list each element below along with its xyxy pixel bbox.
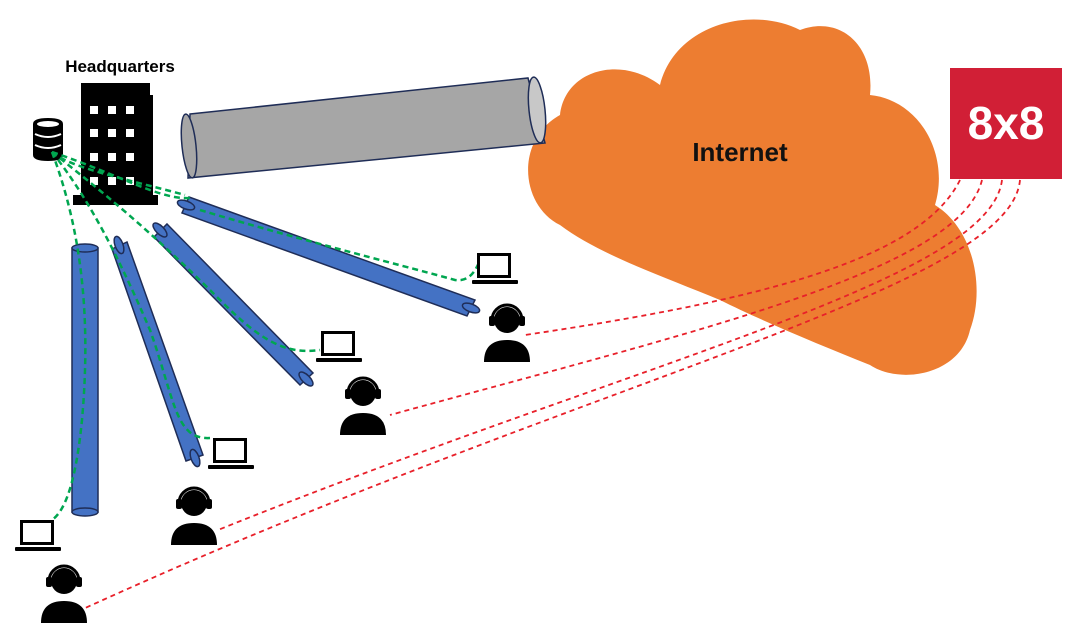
green-link-db-building — [51, 151, 186, 197]
laptop-icon — [472, 253, 518, 284]
remote-site-2 — [316, 331, 388, 437]
database-icon — [33, 118, 63, 161]
laptop-icon — [316, 331, 362, 362]
headset-agent-icon — [169, 486, 219, 547]
remote-site-4 — [15, 520, 89, 625]
office-building-icon — [73, 83, 158, 205]
internet-label: Internet — [692, 137, 788, 167]
headset-agent-icon — [338, 376, 388, 437]
private-pipe-3 — [111, 235, 204, 468]
laptop-icon — [208, 438, 254, 469]
red-voip-links — [69, 179, 1021, 616]
red-link-agent-2 — [389, 179, 983, 416]
red-link-agent-3 — [217, 179, 1003, 531]
private-pipe-1 — [176, 196, 481, 317]
provider-logo-text: 8x8 — [968, 97, 1045, 149]
green-link-site-4 — [50, 151, 87, 522]
provider-logo-background — [950, 68, 1062, 179]
headset-agent-icon — [482, 303, 532, 364]
remote-site-1 — [472, 253, 532, 364]
green-link-site-1 — [199, 208, 482, 282]
provider-logo: 8x8 — [950, 68, 1062, 179]
headset-agent-icon — [39, 564, 89, 625]
internet-pipe — [180, 76, 547, 179]
headquarters: Headquarters — [33, 57, 175, 205]
laptop-icon — [15, 520, 61, 551]
internet-cloud: Internet — [528, 19, 977, 375]
private-pipe-2 — [152, 222, 315, 387]
green-link-hq-pipe1 — [51, 150, 191, 200]
green-link-site-2 — [51, 151, 321, 353]
red-link-agent-1 — [524, 179, 961, 336]
green-link-site-3 — [51, 151, 211, 440]
green-private-links — [50, 150, 482, 522]
red-link-agent-4 — [69, 179, 1021, 616]
headquarters-label: Headquarters — [65, 57, 175, 76]
